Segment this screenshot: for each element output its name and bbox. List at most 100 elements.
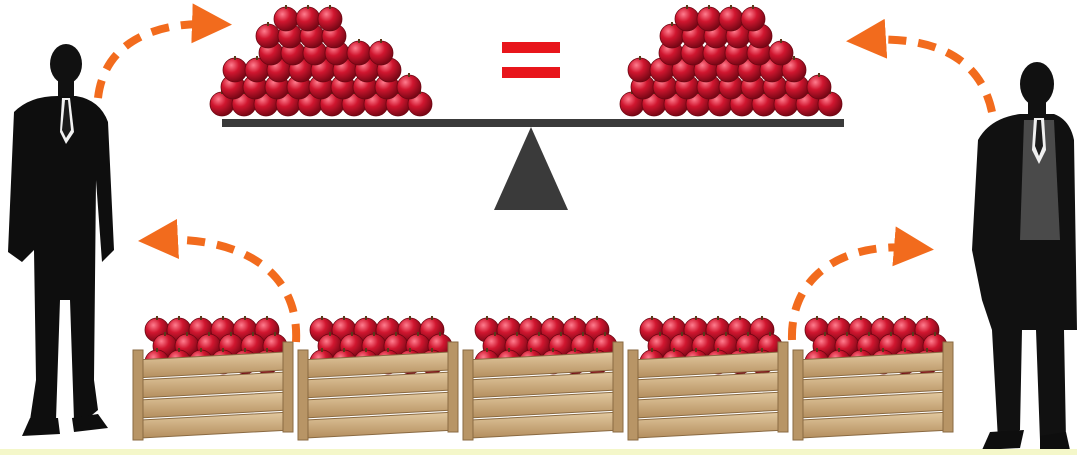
- apple-stem: [417, 332, 419, 336]
- apple-stem: [574, 348, 576, 352]
- apple-stem: [671, 22, 673, 26]
- apple-stem: [365, 348, 367, 352]
- apple: [347, 41, 371, 65]
- apple-stem: [695, 348, 697, 352]
- apple-stem: [230, 332, 232, 336]
- apple-stem: [178, 316, 180, 320]
- apple: [223, 58, 247, 82]
- apple-stem: [816, 316, 818, 320]
- apple-stem: [486, 348, 488, 352]
- apple-stem: [266, 316, 268, 320]
- apple-stem: [708, 5, 710, 9]
- apple-stem: [351, 332, 353, 336]
- apple-stem: [530, 348, 532, 352]
- apple-stem: [307, 5, 309, 9]
- apple-stem: [222, 316, 224, 320]
- apple-stem: [530, 316, 532, 320]
- apple-stem: [494, 332, 496, 336]
- apple-stem: [552, 316, 554, 320]
- apple-stem: [604, 332, 606, 336]
- apple-stem: [596, 316, 598, 320]
- apple-stem: [267, 22, 269, 26]
- apple-stem: [343, 348, 345, 352]
- apple-stem: [380, 39, 382, 43]
- apple-stem: [780, 39, 782, 43]
- apple-stem: [244, 348, 246, 352]
- apple-crate: [133, 316, 293, 440]
- apple-stem: [846, 332, 848, 336]
- apple-stem: [552, 348, 554, 352]
- apple: [369, 41, 393, 65]
- apple: [274, 7, 298, 31]
- arrow-left-to-scale: [98, 24, 212, 98]
- apple-stem: [508, 316, 510, 320]
- scale-fulcrum: [494, 127, 568, 210]
- apple-stem: [516, 332, 518, 336]
- apple-stem: [329, 332, 331, 336]
- apple-stem: [651, 316, 653, 320]
- crate-post: [793, 350, 803, 440]
- crate-post: [448, 342, 458, 432]
- apple-pile-left: [210, 5, 432, 116]
- apple-stem: [752, 5, 754, 9]
- apple-stem: [321, 316, 323, 320]
- apple: [719, 7, 743, 31]
- apple-stem: [431, 316, 433, 320]
- equals-sign: [502, 42, 560, 78]
- apple-stem: [717, 316, 719, 320]
- apple: [397, 75, 421, 99]
- apple-stem: [838, 348, 840, 352]
- apple-stem: [695, 316, 697, 320]
- apple-stem: [256, 56, 258, 60]
- apple-stem: [234, 56, 236, 60]
- apple-stem: [582, 332, 584, 336]
- apple-stem: [538, 332, 540, 336]
- apple-stem: [274, 332, 276, 336]
- apple-stem: [387, 348, 389, 352]
- apple-stem: [926, 316, 928, 320]
- apple-stem: [200, 348, 202, 352]
- apple-crate: [298, 316, 458, 440]
- crate-post: [628, 350, 638, 440]
- apple-stem: [596, 348, 598, 352]
- apple-stem: [882, 316, 884, 320]
- apple-stem: [200, 316, 202, 320]
- apple-stem: [725, 332, 727, 336]
- balance-scale: [222, 119, 844, 210]
- apple-stem: [890, 332, 892, 336]
- apple-stem: [739, 316, 741, 320]
- apple: [628, 58, 652, 82]
- apple: [741, 7, 765, 31]
- apple-stem: [395, 332, 397, 336]
- apple-stem: [747, 332, 749, 336]
- crate-post: [778, 342, 788, 432]
- apple-stem: [439, 332, 441, 336]
- apple-stem: [252, 332, 254, 336]
- apple-stem: [208, 332, 210, 336]
- left-businessman: [8, 44, 114, 436]
- apple: [769, 41, 793, 65]
- apple-stem: [486, 316, 488, 320]
- apple-stem: [222, 348, 224, 352]
- crate-post: [613, 342, 623, 432]
- apple-stem: [730, 5, 732, 9]
- apple-stem: [818, 73, 820, 77]
- scale-beam: [222, 119, 844, 127]
- apple-stem: [321, 348, 323, 352]
- apple-stem: [761, 348, 763, 352]
- apple-stem: [365, 316, 367, 320]
- apple-stem: [164, 332, 166, 336]
- apple-stem: [868, 332, 870, 336]
- bottom-strip: [0, 449, 1077, 455]
- apple-crate: [628, 316, 788, 440]
- apple-stem: [156, 348, 158, 352]
- apple-stem: [761, 316, 763, 320]
- apple: [697, 7, 721, 31]
- apple-stem: [329, 5, 331, 9]
- apple-stem: [904, 316, 906, 320]
- apple-stem: [285, 5, 287, 9]
- apple: [318, 7, 342, 31]
- crate-post: [463, 350, 473, 440]
- apple: [807, 75, 831, 99]
- apple-stem: [387, 316, 389, 320]
